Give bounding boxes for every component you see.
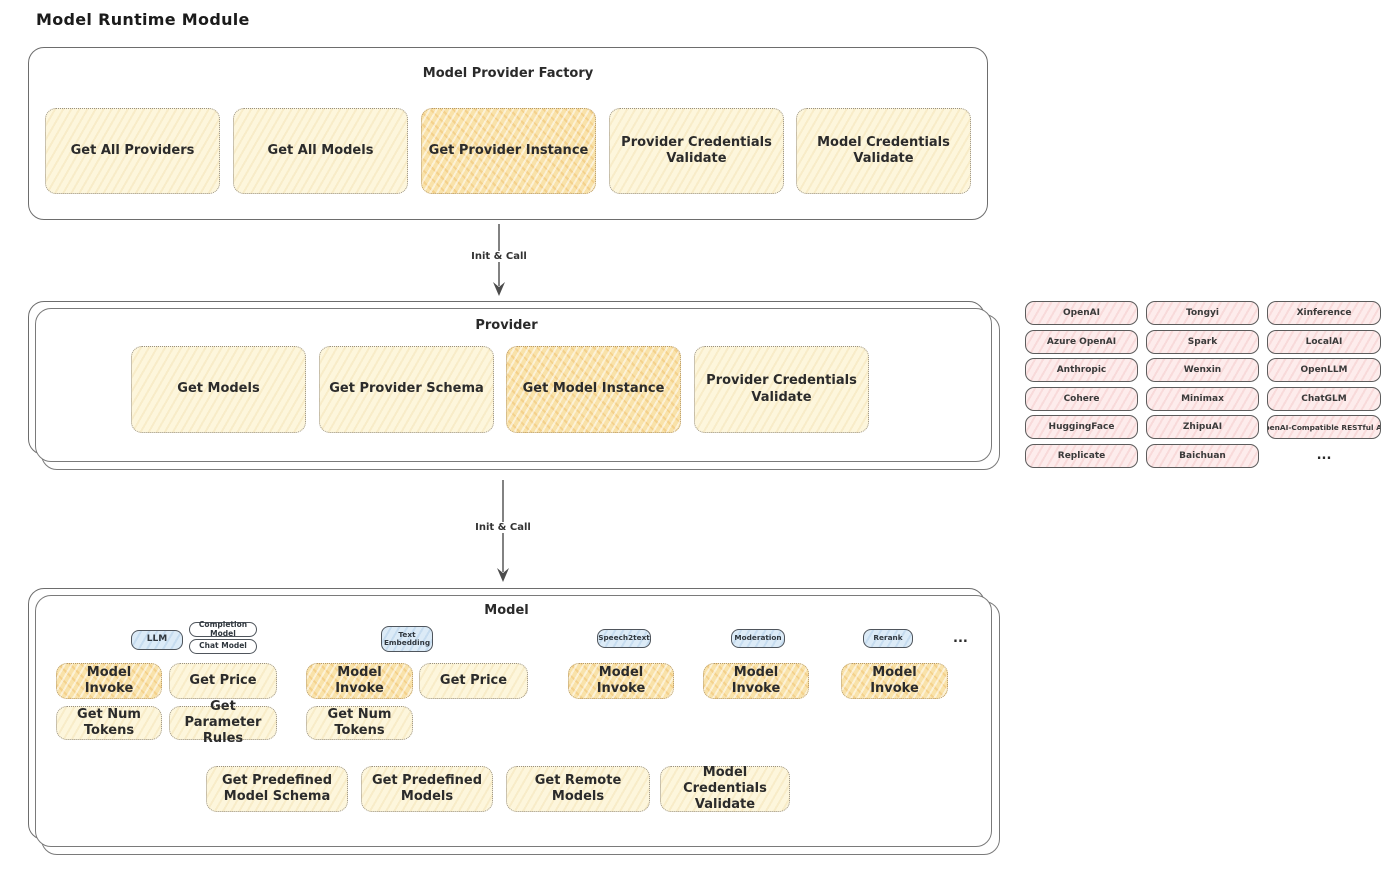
factory-panel: Model Provider Factory Get All Providers… — [28, 47, 988, 220]
factory-get-all-providers: Get All Providers — [45, 108, 220, 194]
factory-model-credentials-validate: Model Credentials Validate — [796, 108, 971, 194]
embedding-get-price: Get Price — [419, 663, 528, 699]
factory-provider-credentials-validate: Provider Credentials Validate — [609, 108, 784, 194]
factory-get-all-models: Get All Models — [233, 108, 408, 194]
arrow1-label: Init & Call — [466, 251, 532, 262]
provider-chip-openllm: OpenLLM — [1267, 358, 1381, 382]
arrow2-label: Init & Call — [470, 522, 536, 533]
tag-chat-model: Chat Model — [189, 639, 257, 654]
provider-chip-cohere: Cohere — [1025, 386, 1138, 411]
tag-completion-model: Completion Model — [189, 621, 257, 637]
provider-get-model-instance: Get Model Instance — [506, 346, 681, 433]
model-panel: Model LLM Completion Model Chat Model Te… — [28, 588, 1000, 855]
diagram-title: Model Runtime Module — [36, 10, 250, 29]
get-predefined-model-schema: Get Predefined Model Schema — [206, 766, 348, 812]
speech2text-model-invoke: Model Invoke — [568, 663, 674, 699]
get-predefined-models: Get Predefined Models — [361, 766, 493, 812]
provider-chip-replicate: Replicate — [1025, 443, 1138, 468]
providers-grid: OpenAI Tongyi Xinference Azure OpenAI Sp… — [1025, 301, 1381, 468]
provider-chip-xinference: Xinference — [1267, 301, 1381, 325]
rerank-model-invoke: Model Invoke — [841, 663, 948, 699]
embedding-model-invoke: Model Invoke — [306, 663, 413, 699]
arrow-factory-to-provider — [487, 222, 511, 302]
provider-chip-chatglm: ChatGLM — [1267, 386, 1381, 411]
model-credentials-validate: Model Credentials Validate — [660, 765, 790, 812]
provider-chip-tongyi: Tongyi — [1146, 301, 1259, 325]
tag-text-embedding: Text Embedding — [381, 626, 433, 652]
provider-panel: Provider Get Models Get Provider Schema … — [28, 301, 1000, 470]
provider-chip-spark: Spark — [1146, 329, 1259, 354]
tag-llm: LLM — [131, 630, 183, 650]
tag-rerank: Rerank — [863, 629, 913, 648]
provider-chip-minimax: Minimax — [1146, 386, 1259, 411]
provider-chip-huggingface: HuggingFace — [1025, 415, 1138, 439]
provider-chip-openai: OpenAI — [1025, 301, 1138, 325]
llm-get-price: Get Price — [169, 663, 277, 699]
provider-chip-more: ... — [1316, 448, 1332, 463]
tag-moderation: Moderation — [731, 629, 785, 648]
moderation-model-invoke: Model Invoke — [703, 663, 809, 699]
llm-get-num-tokens: Get Num Tokens — [56, 706, 162, 740]
provider-chip-openai-compatible: OpenAI-Compatible RESTful API — [1267, 415, 1381, 439]
tag-speech2text: Speech2text — [597, 629, 651, 648]
provider-chip-localai: LocalAI — [1267, 329, 1381, 354]
get-remote-models: Get Remote Models — [506, 766, 650, 812]
model-title: Model — [484, 603, 529, 618]
factory-title: Model Provider Factory — [422, 66, 594, 81]
provider-chip-zhipuai: ZhipuAI — [1146, 415, 1259, 439]
provider-chip-baichuan: Baichuan — [1146, 443, 1259, 468]
provider-credentials-validate: Provider Credentials Validate — [694, 346, 869, 433]
provider-chip-azure-openai: Azure OpenAI — [1025, 329, 1138, 354]
tags-more: ... — [953, 631, 968, 646]
arrow-provider-to-model — [491, 478, 515, 588]
provider-get-models: Get Models — [131, 346, 306, 433]
provider-chip-wenxin: Wenxin — [1146, 358, 1259, 382]
llm-model-invoke: Model Invoke — [56, 663, 162, 699]
provider-chip-anthropic: Anthropic — [1025, 358, 1138, 382]
embedding-get-num-tokens: Get Num Tokens — [306, 706, 413, 740]
provider-title: Provider — [475, 318, 538, 333]
factory-get-provider-instance: Get Provider Instance — [421, 108, 596, 194]
provider-get-provider-schema: Get Provider Schema — [319, 346, 494, 433]
llm-get-parameter-rules: Get Parameter Rules — [169, 699, 277, 746]
